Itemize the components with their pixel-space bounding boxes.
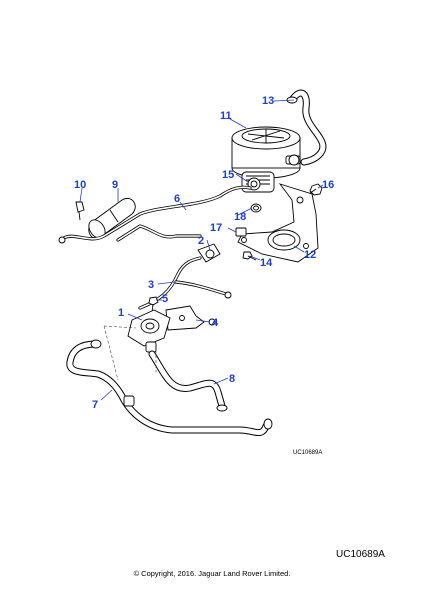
callout-3: 3	[148, 279, 154, 291]
part-17-clip	[235, 227, 247, 237]
callout-labels: 1 2 3 4 5 6 7 8 9 10 11 12 13 14 15 16 1…	[74, 95, 334, 411]
part-11-air-pump	[231, 126, 301, 193]
part-9-canister	[88, 198, 136, 239]
callout-2: 2	[198, 235, 204, 247]
callout-16: 16	[322, 179, 334, 191]
part-18-grommet	[250, 203, 262, 213]
callout-10: 10	[74, 179, 86, 191]
part-8-hose	[148, 350, 228, 412]
callout-11: 11	[220, 110, 232, 122]
part-14-bolt	[242, 251, 257, 261]
part-7-pipe	[66, 339, 273, 437]
callout-15: 15	[222, 169, 234, 181]
leader-lines	[79, 99, 324, 401]
copyright-notice: © Copyright, 2016. Jaguar Land Rover Lim…	[134, 569, 291, 578]
part-4-bracket	[165, 305, 216, 331]
callout-18: 18	[234, 211, 246, 223]
part-1-combi-valve	[127, 309, 171, 353]
assembly-guide-lines	[103, 325, 157, 381]
callout-13: 13	[262, 95, 274, 107]
part-2-valve	[197, 243, 221, 263]
callout-9: 9	[112, 179, 118, 191]
callout-14: 14	[260, 257, 273, 269]
diagram-reference-small: UC10689A	[293, 450, 322, 456]
part-12-bracket	[237, 183, 319, 263]
callout-5: 5	[162, 293, 168, 305]
diagram-reference-code: UC10689A	[336, 549, 385, 560]
callout-4: 4	[212, 317, 219, 329]
callout-17: 17	[210, 222, 222, 234]
callout-8: 8	[229, 373, 235, 385]
part-6-pipe	[58, 185, 252, 244]
callout-6: 6	[174, 193, 180, 205]
part-10-connector	[75, 201, 85, 221]
callout-1: 1	[118, 307, 124, 319]
callout-12: 12	[304, 249, 316, 261]
callout-7: 7	[92, 399, 98, 411]
